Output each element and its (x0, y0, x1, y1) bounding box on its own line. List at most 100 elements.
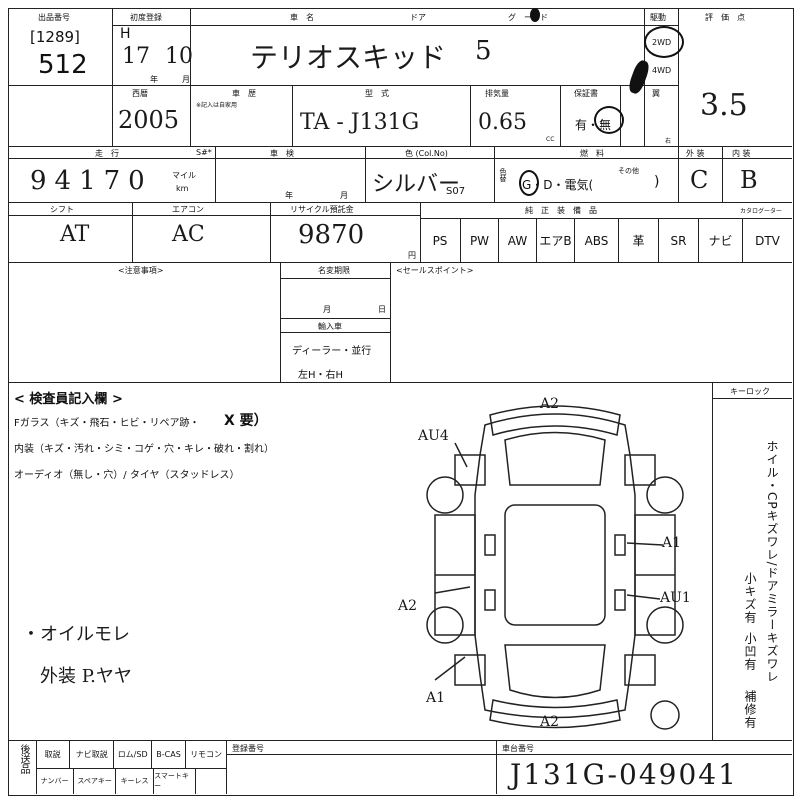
model-label: 型 式 (365, 89, 389, 98)
fuel-options: G・D・電気( (522, 178, 594, 192)
equip-aw: AW (498, 219, 536, 262)
drive-label: 駆動 (650, 13, 666, 22)
car-name-label: 車 名 (290, 13, 314, 22)
door-label: ドア (410, 13, 426, 22)
key-icon (530, 8, 540, 22)
damage-label-left-door: A2 (398, 598, 418, 614)
reg-number-label: 登録番号 (232, 744, 264, 753)
yen-label: 円 (408, 251, 416, 260)
accessory-rom-sd: ロム/SD (114, 740, 152, 768)
color-label: 色 (Col.No) (405, 149, 448, 158)
score-value: 3.5 (700, 88, 748, 123)
damage-label-right-rear-door: AU1 (660, 590, 691, 606)
mile-label: マイル (172, 171, 196, 180)
windshield-line: Fガラス（キズ・飛石・ヒビ・リペア跡・ (14, 418, 200, 429)
row-divider (8, 382, 792, 383)
mileage-value: 94170 (30, 166, 153, 196)
accessory-smart-key: スマートキー (154, 768, 196, 794)
door-count: 5 (475, 36, 492, 66)
import-note: ※記入は自家用 (196, 102, 238, 109)
interior-value: B (740, 166, 758, 194)
sales-point-label: <セールスポイント> (396, 266, 474, 275)
equip-abs: ABS (574, 219, 618, 262)
damage-label-right-front-door: A1 (662, 535, 682, 551)
lot-number: 512 (38, 50, 88, 80)
interior-line: 内装（キズ・汚れ・シミ・コゲ・穴・キレ・破れ・割れ） (14, 444, 274, 455)
exterior-value: C (690, 166, 709, 194)
month-label: 月 (182, 75, 190, 84)
displacement-label: 排気量 (485, 89, 509, 98)
vertical-note-dent: 小凹有 (743, 632, 757, 671)
right-mark: 右 (665, 138, 672, 145)
row-divider (8, 740, 792, 741)
dealer-option: ディーラー・並行 (292, 346, 372, 357)
western-year: 2005 (118, 106, 180, 134)
drive-2wd-circle (644, 26, 684, 58)
color-value: シルバー (372, 172, 461, 197)
handle-option: 左H・右H (298, 370, 344, 381)
shift-value: AT (60, 222, 90, 247)
note-oil-leak: ・オイルモレ (22, 624, 130, 645)
ac-value: AC (172, 222, 205, 247)
title-day-label: 日 (378, 305, 386, 314)
first-reg-label: 初度登録 (130, 13, 162, 22)
kiss-label: 翼 (652, 89, 660, 98)
recycle-label: リサイクル預託金 (290, 205, 354, 214)
row-divider (8, 85, 678, 86)
note-exterior: 外装 P.ヤヤ (40, 666, 132, 687)
warranty-circle (594, 106, 624, 134)
lot-ref: [1289] (30, 28, 80, 46)
accessory-spare-key: スペアキー (74, 768, 116, 794)
accessory-label: 後送品 (18, 744, 29, 774)
history-label: 車 歴 (232, 89, 256, 98)
title-deadline-label: 名変期限 (318, 266, 350, 275)
car-diagram (426, 405, 684, 730)
inspector-title: < 検査員記入欄 > (14, 392, 123, 407)
displacement-value: 0.65 (478, 110, 527, 135)
inspection-label: 車 検 (270, 149, 294, 158)
inspection-month-label: 月 (340, 191, 348, 200)
exterior-label: 外 装 (686, 149, 705, 158)
km-label: km (176, 184, 189, 193)
fuel-close: ) (654, 174, 660, 190)
equip-ps: PS (432, 233, 448, 248)
accessory-navi-manual: ナビ取説 (70, 740, 115, 768)
vertical-note-wheel: ホイル・CPキズワレ/ドアミラーキズワレ (765, 440, 779, 684)
grade-label: グ ー ド (508, 13, 548, 22)
warranty-label: 保証書 (574, 89, 598, 98)
accessory-row-2: ナンバー スペアキー キーレス スマートキー (36, 768, 196, 794)
recycle-amount: 9870 (298, 220, 365, 250)
damage-label-rear-left: A1 (426, 690, 446, 706)
mileage-label: 走 行 (95, 149, 119, 158)
vertical-note-scratch: 小キズ有 (743, 572, 757, 624)
accessory-remote: リモコン (190, 749, 223, 759)
model-code: TA - J131G (300, 110, 420, 135)
accessory-manual: 取説 (36, 740, 71, 768)
equipment-label: 純 正 装 備 品 (525, 206, 597, 215)
row-divider (8, 262, 792, 263)
car-name: テリオスキッド (250, 41, 447, 74)
accessory-number-plate: ナンバー (36, 768, 75, 794)
lot-no-label: 出品番号 (38, 13, 70, 22)
equip-sunroof: SR (658, 219, 698, 262)
equip-pw: PW (460, 219, 498, 262)
equip-navi: ナビ (698, 219, 742, 262)
keylock-label: キーロック (730, 387, 770, 396)
accessory-bcas: B-CAS (152, 740, 187, 768)
color-side-label: 色替 (499, 168, 507, 182)
caution-label: <注意事項> (118, 266, 164, 275)
import-label: 輸入車 (318, 322, 342, 331)
inspection-year-label: 年 (285, 191, 293, 200)
chassis-label: 車台番号 (502, 744, 534, 753)
damage-label-front-left: AU4 (418, 428, 449, 444)
first-reg-month: 10 (165, 44, 193, 69)
fuel-label: 燃 料 (580, 149, 604, 158)
interior-label: 内 装 (732, 149, 751, 158)
first-reg-year: 17 (122, 44, 150, 69)
fuel-circle (519, 170, 539, 196)
accessory-keyless: キーレス (116, 768, 155, 794)
row-divider (8, 146, 792, 147)
cc-label: CC (546, 136, 555, 143)
damage-label-front: A2 (540, 396, 560, 412)
first-reg-era: H (120, 26, 131, 42)
